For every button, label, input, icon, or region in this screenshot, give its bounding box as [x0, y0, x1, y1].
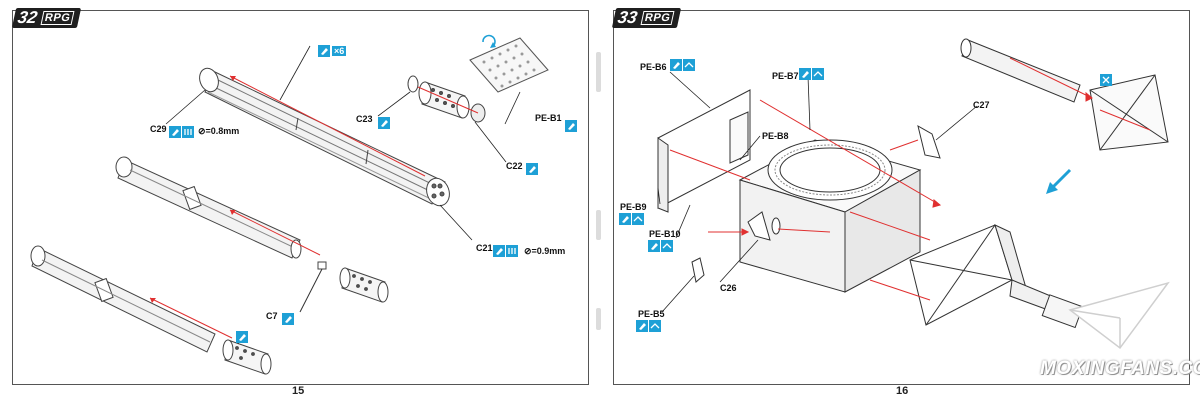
- bend-icon: [506, 245, 518, 257]
- glue-icon: [648, 240, 660, 252]
- drum-c23: [407, 75, 486, 123]
- drum-middle: [339, 267, 389, 303]
- gutter-mark: [596, 210, 601, 240]
- bend-icon: [683, 59, 695, 71]
- part-label-pe-b7: PE-B7: [772, 71, 799, 81]
- glue-icon: [799, 68, 811, 80]
- barrel-assembly-top: [199, 67, 450, 207]
- part-pe-b5: [691, 257, 705, 283]
- part-label-pe-b10: PE-B10: [649, 229, 681, 239]
- page-frame: [12, 10, 589, 385]
- glue-icon: [169, 126, 181, 138]
- drill-size-c29: ⊘=0.8mm: [198, 126, 240, 136]
- glue-icon: [670, 59, 682, 71]
- glue-icon: [526, 163, 538, 175]
- part-label-c22: C22: [506, 161, 523, 171]
- part-label-c26: C26: [720, 283, 737, 293]
- part-label-pe-b6: PE-B6: [640, 62, 667, 72]
- instruction-page-left: 32 RPG: [0, 0, 600, 405]
- barrel-assembly-bottom: [30, 245, 216, 353]
- bend-icon: [661, 240, 673, 252]
- part-label-pe-b9: PE-B9: [620, 202, 647, 212]
- assembly-diagram: [30, 34, 549, 375]
- glue-icon: [565, 120, 577, 132]
- instruction-page-right: 33 RPG: [600, 0, 1200, 405]
- part-label-c23: C23: [356, 114, 373, 124]
- glue-icon: [236, 331, 248, 343]
- rotate-icon: [482, 34, 496, 48]
- quantity-badge: ×6: [332, 46, 347, 56]
- direction-arrow-icon: [1046, 168, 1072, 194]
- gutter-mark: [596, 52, 601, 92]
- page-number: 16: [896, 385, 909, 397]
- page-number: 15: [292, 385, 305, 397]
- gun-top-right: [960, 38, 1169, 151]
- bend-icon: [182, 126, 194, 138]
- bend-icon: [649, 320, 661, 332]
- drill-size-c21: ⊘=0.9mm: [524, 246, 566, 256]
- glue-icon: [282, 313, 294, 325]
- part-c27: [917, 124, 941, 159]
- site-watermark: MOXINGFANS.COM: [1040, 358, 1200, 379]
- glue-icon: [318, 45, 330, 57]
- bend-icon: [812, 68, 824, 80]
- bend-icon: [632, 213, 644, 225]
- drum-bottom: [222, 339, 272, 375]
- part-c26: [747, 211, 781, 241]
- pe-panels: [657, 89, 751, 213]
- gun-mount-frame: [909, 224, 1084, 329]
- part-label-pe-b5: PE-B5: [638, 309, 665, 319]
- part-label-c29: C29: [150, 124, 167, 134]
- part-c7: [299, 261, 327, 313]
- glue-icon: [493, 245, 505, 257]
- turret-base: [738, 139, 922, 293]
- pe-fret-b1: [469, 37, 549, 93]
- part-label-c7: C7: [266, 311, 278, 321]
- part-label-pe-b1: PE-B1: [535, 113, 562, 123]
- cut-icon: [1100, 74, 1112, 86]
- page-frame: [613, 10, 1190, 385]
- part-label-c27: C27: [973, 100, 990, 110]
- gutter-mark: [596, 308, 601, 330]
- barrel-assembly-middle: [115, 156, 302, 259]
- assembly-diagram: [657, 38, 1170, 350]
- glue-icon: [378, 117, 390, 129]
- part-label-pe-b8: PE-B8: [762, 131, 789, 141]
- paper-plane-logo: [1068, 281, 1170, 350]
- part-label-c21: C21: [476, 243, 493, 253]
- glue-icon: [636, 320, 648, 332]
- glue-icon: [619, 213, 631, 225]
